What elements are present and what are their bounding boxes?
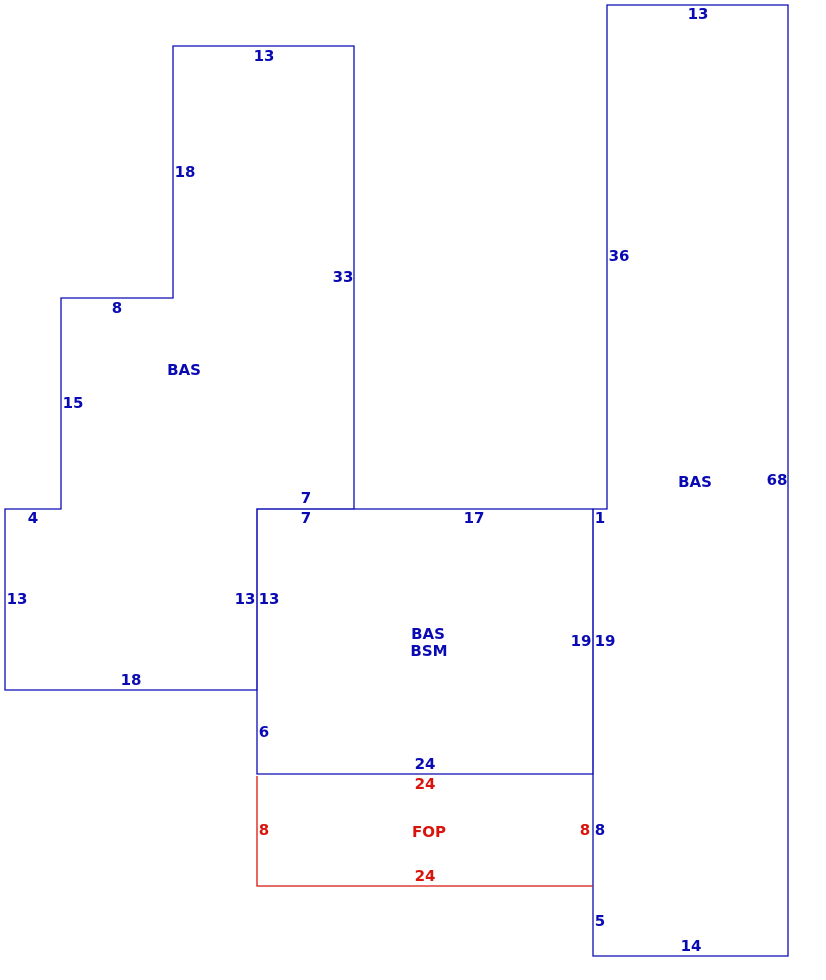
dim-right-height: 68 — [766, 471, 788, 489]
area-label-bsm-center: BSM — [410, 642, 448, 660]
dim-fop-top: 24 — [414, 775, 436, 793]
dim-center-bottom: 24 — [414, 755, 436, 773]
dim-right-bottom: 14 — [680, 937, 702, 955]
dim-left-join-top: 7 — [300, 489, 312, 507]
dim-left-bottom-side: 13 — [6, 590, 28, 608]
dim-left-top: 13 — [253, 47, 275, 65]
dim-left-tall-right: 33 — [332, 268, 354, 286]
dim-left-join-side: 13 — [234, 590, 256, 608]
area-label-bas-right: BAS — [678, 473, 712, 491]
dim-fop-bottom: 24 — [414, 867, 436, 885]
dim-left-step: 8 — [111, 299, 123, 317]
dim-left-bottom: 18 — [120, 671, 142, 689]
area-label-bas-left: BAS — [167, 361, 201, 379]
bas-right-outline — [592, 4, 789, 957]
dim-right-side-8: 8 — [594, 821, 606, 839]
dim-right-top: 13 — [687, 5, 709, 23]
dim-right-side-5: 5 — [594, 912, 606, 930]
dim-left-mid-side: 15 — [62, 394, 84, 412]
dim-center-right-side: 19 — [570, 632, 592, 650]
fop-outline — [256, 776, 593, 887]
dim-right-notch: 1 — [594, 509, 606, 527]
dim-right-side-19: 19 — [594, 632, 616, 650]
dim-center-top-left: 7 — [300, 509, 312, 527]
area-label-bas-center: BAS — [411, 625, 445, 643]
dim-right-upper-side: 36 — [608, 247, 630, 265]
dim-fop-left: 8 — [258, 821, 270, 839]
bas-left-outline — [4, 45, 355, 691]
dim-left-small-top: 4 — [27, 509, 39, 527]
dim-center-left-lower: 6 — [258, 723, 270, 741]
dim-left-upper-side: 18 — [174, 163, 196, 181]
dim-center-left-side: 13 — [258, 590, 280, 608]
dim-center-top: 17 — [463, 509, 485, 527]
dim-fop-right: 8 — [579, 821, 591, 839]
area-label-fop: FOP — [412, 823, 446, 841]
